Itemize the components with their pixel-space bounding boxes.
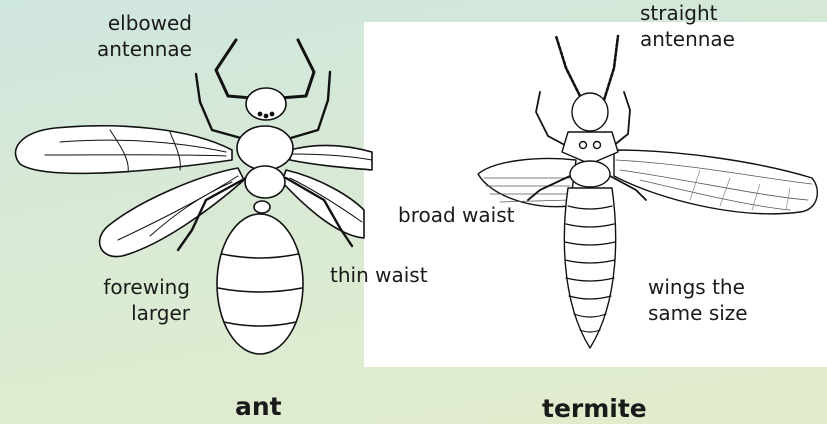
label-wings-same-size: wings the same size xyxy=(648,274,748,326)
termite-antennae xyxy=(556,36,618,100)
termite-abdomen xyxy=(564,188,615,348)
termite-wing-left xyxy=(478,159,576,207)
ant-illustration xyxy=(15,40,372,354)
label-line: thin waist xyxy=(330,263,428,287)
ant-propodeum xyxy=(245,166,285,198)
ant-waist xyxy=(254,201,270,213)
ant-hindwing-right xyxy=(282,170,364,238)
termite-title: termite xyxy=(542,394,647,423)
label-line: forewing xyxy=(80,274,190,300)
ant-title: ant xyxy=(235,392,282,421)
ant-forewing-left xyxy=(15,126,232,174)
label-line: straight xyxy=(640,0,735,26)
label-line: wings the xyxy=(648,274,748,300)
label-line: antennae xyxy=(640,26,735,52)
label-broad-waist: broad waist xyxy=(398,202,514,228)
label-elbowed-antennae: elbowed antennae xyxy=(80,10,192,62)
ant-gaster xyxy=(217,214,303,354)
ant-forewing-right xyxy=(290,146,372,170)
label-thin-waist: thin waist xyxy=(330,262,428,288)
label-forewing-larger: forewing larger xyxy=(80,274,190,326)
label-line: broad waist xyxy=(398,203,514,227)
termite-wing-right xyxy=(614,150,817,214)
label-line: elbowed xyxy=(80,10,192,36)
label-line: antennae xyxy=(80,36,192,62)
ant-thorax xyxy=(237,126,293,170)
label-straight-antennae: straight antennae xyxy=(640,0,735,52)
termite-head xyxy=(572,93,608,131)
label-line: same size xyxy=(648,300,748,326)
label-line: larger xyxy=(80,300,190,326)
termite-thorax xyxy=(570,161,610,187)
ant-hindwing-left xyxy=(100,168,244,257)
